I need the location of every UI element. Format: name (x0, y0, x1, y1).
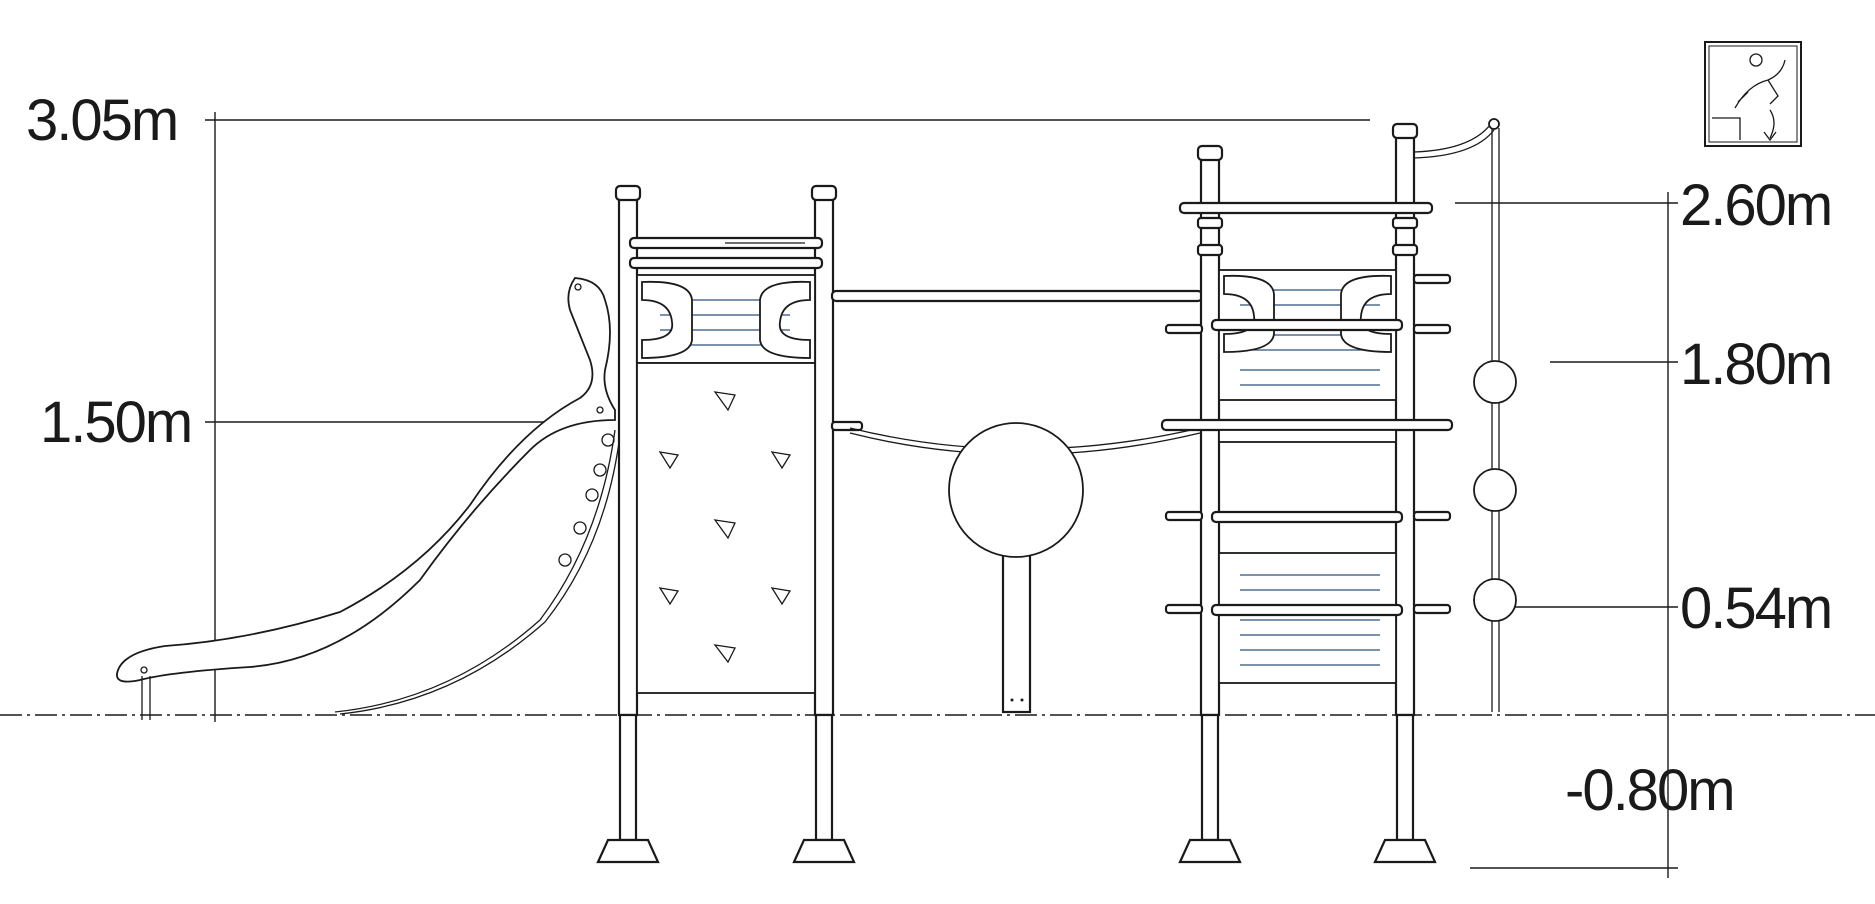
knotted-rope (1413, 118, 1517, 712)
balance-ball-post (948, 422, 1084, 714)
climbing-holds (658, 391, 792, 664)
dimension-slide-height: 1.50m (40, 390, 191, 455)
dimension-bar-height: 2.60m (1680, 173, 1831, 238)
dimension-low-rung-height: 0.54m (1680, 576, 1831, 641)
left-dimension-lines (205, 112, 1370, 722)
side-rungs (1164, 273, 1452, 615)
fall-hazard-icon (1704, 41, 1802, 147)
dimension-foundation-depth: -0.80m (1565, 758, 1734, 823)
right-tower (1160, 122, 1454, 864)
dimension-platform-height: 1.80m (1680, 332, 1831, 397)
slide (116, 277, 621, 720)
monkey-bar (830, 289, 1204, 303)
dimension-total-height: 3.05m (26, 88, 177, 153)
left-tower (596, 184, 856, 864)
